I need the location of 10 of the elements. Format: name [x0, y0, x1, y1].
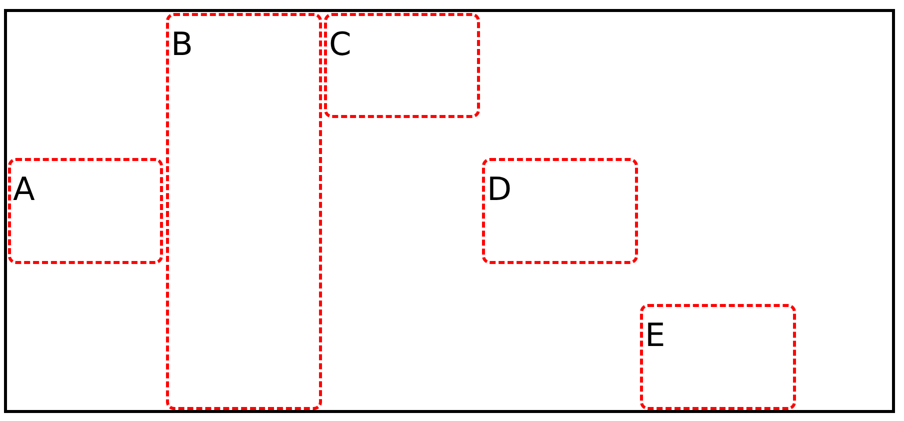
box-label: D	[487, 171, 512, 207]
box-label: E	[645, 317, 666, 353]
dashed-box	[166, 13, 322, 410]
box-label: B	[171, 26, 193, 62]
box-label: A	[13, 171, 35, 207]
dashed-box	[482, 158, 638, 264]
dashed-box	[8, 158, 163, 264]
dashed-box	[640, 304, 796, 410]
box-label: C	[329, 26, 352, 62]
dashed-box	[324, 13, 480, 118]
